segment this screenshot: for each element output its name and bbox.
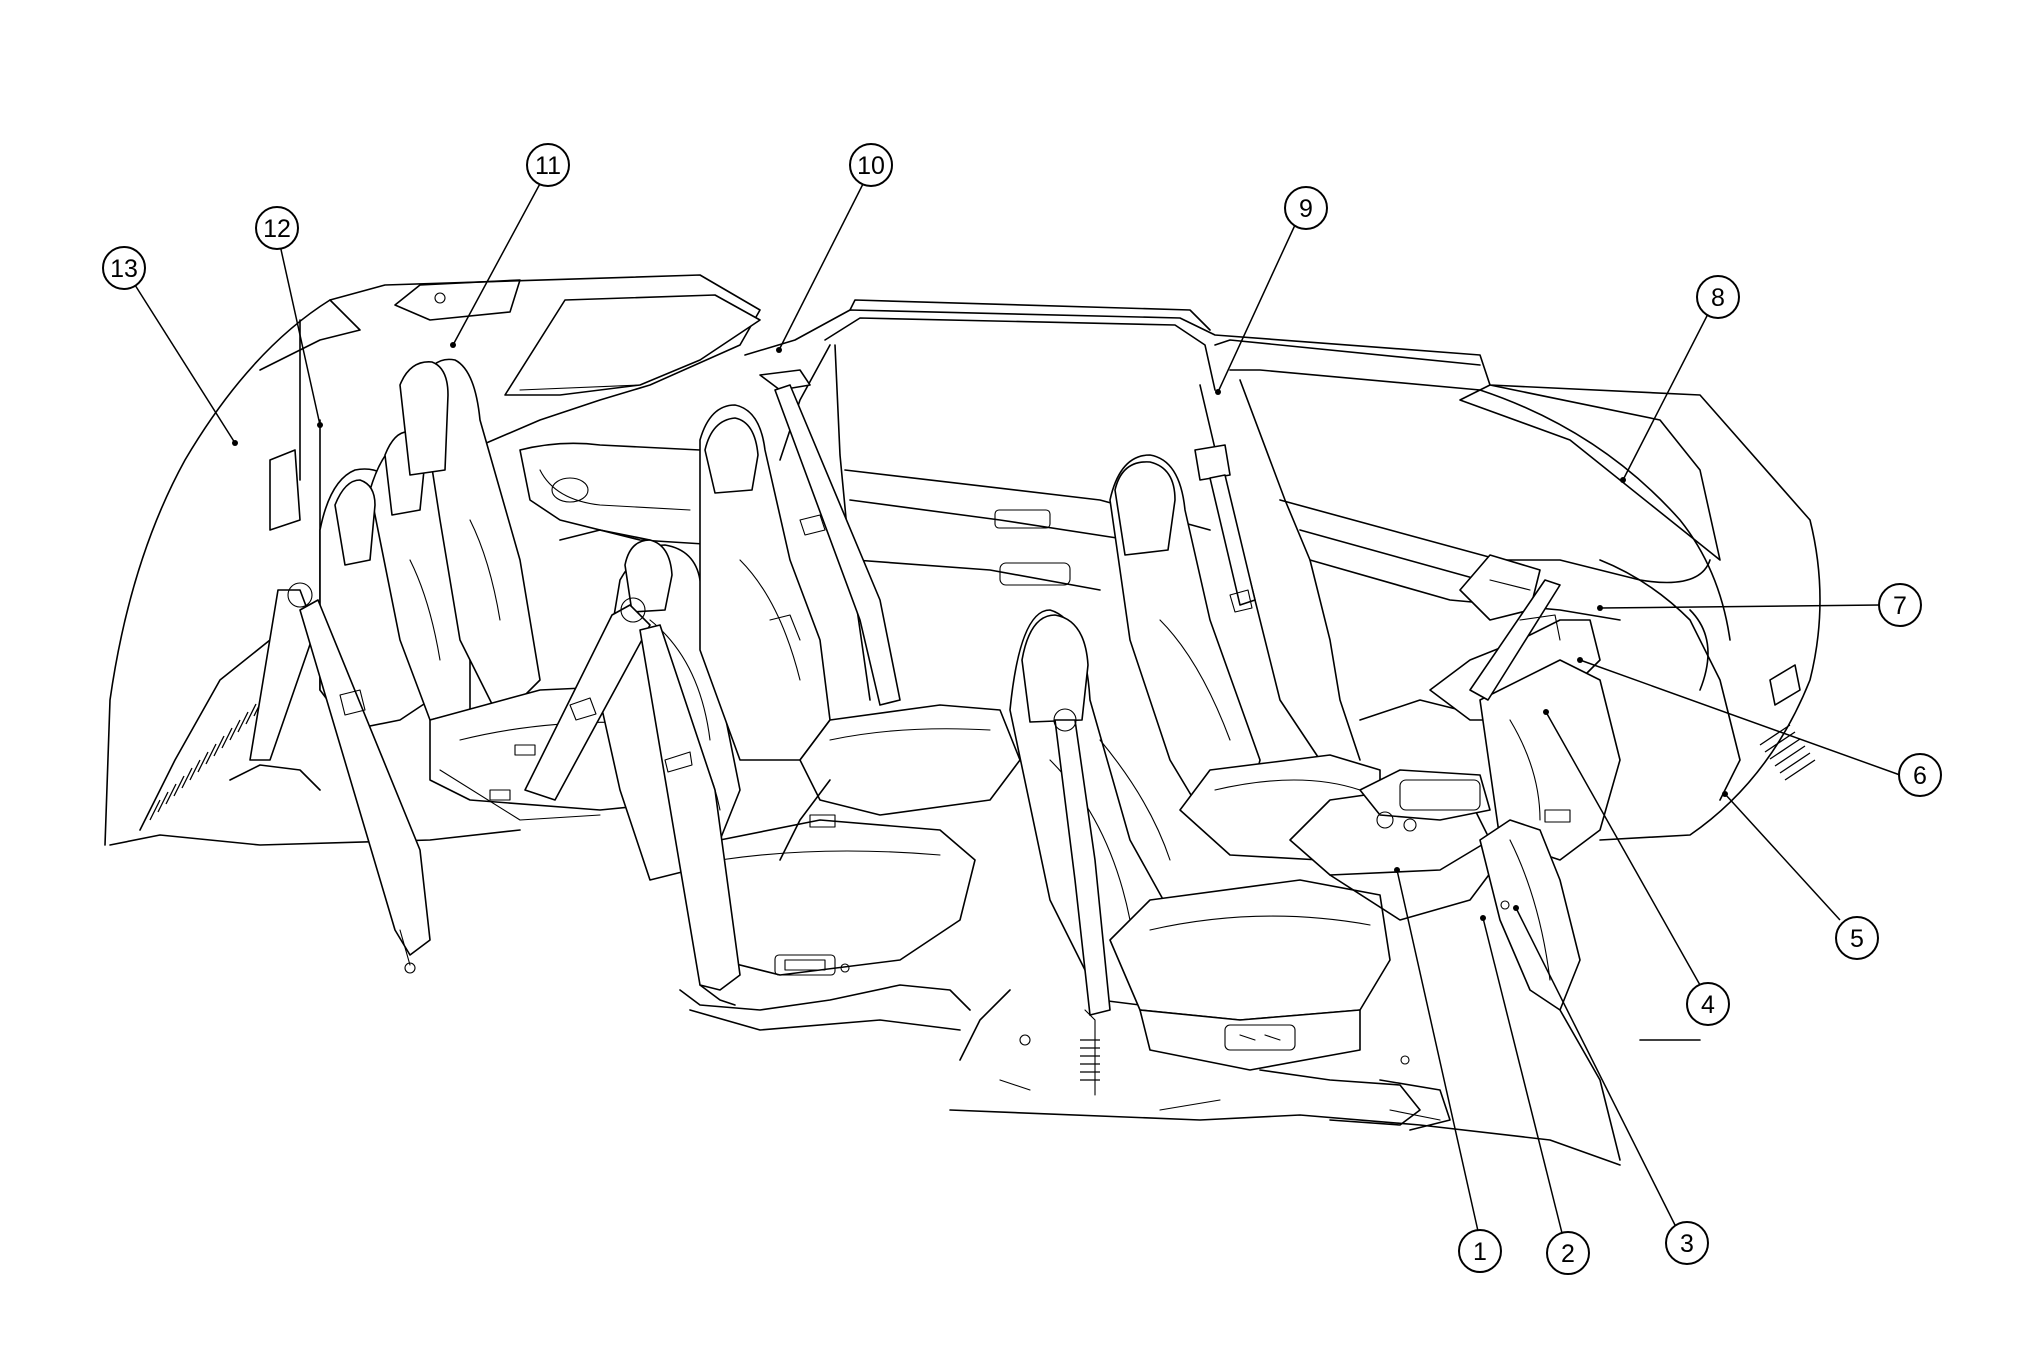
callout-label-2: 2 xyxy=(1561,1240,1575,1268)
vehicle-body-outline xyxy=(104,274,1821,846)
leader-7 xyxy=(1599,604,1881,609)
callout-7: 7 xyxy=(1878,583,1922,627)
callout-1: 1 xyxy=(1458,1229,1502,1273)
callout-label-13: 13 xyxy=(110,255,138,283)
driver-seatbelt xyxy=(1053,708,1111,1096)
callout-label-10: 10 xyxy=(857,152,885,180)
leader-5 xyxy=(1724,793,1841,921)
leader-8 xyxy=(1622,309,1711,481)
callout-label-12: 12 xyxy=(263,215,291,243)
front-pillar-seatbelt xyxy=(1194,444,1256,613)
callout-11: 11 xyxy=(526,143,570,187)
callout-label-8: 8 xyxy=(1711,284,1725,312)
callout-2: 2 xyxy=(1546,1231,1590,1275)
leader-1 xyxy=(1396,869,1481,1241)
callout-label-4: 4 xyxy=(1701,991,1715,1019)
callout-4: 4 xyxy=(1686,982,1730,1026)
callout-10: 10 xyxy=(849,143,893,187)
callout-label-7: 7 xyxy=(1893,592,1907,620)
second-row-seatbelt xyxy=(524,597,741,1006)
callout-3: 3 xyxy=(1665,1221,1709,1265)
callout-12: 12 xyxy=(255,206,299,250)
instrument-panel xyxy=(949,554,1816,1166)
callout-5: 5 xyxy=(1835,916,1879,960)
leader-11 xyxy=(452,179,543,346)
leader-12 xyxy=(279,244,321,426)
leader-lines xyxy=(134,179,1901,1246)
second-row-seat-right xyxy=(699,404,1021,861)
center-console xyxy=(1289,699,1541,921)
callouts: 1 2 3 4 5 6 7 8 xyxy=(102,143,1942,1275)
callout-label-11: 11 xyxy=(535,152,561,180)
callout-label-1: 1 xyxy=(1473,1238,1487,1266)
leader-3 xyxy=(1515,907,1681,1236)
leader-9 xyxy=(1217,224,1296,393)
callout-label-5: 5 xyxy=(1850,925,1864,953)
callout-label-9: 9 xyxy=(1299,195,1313,223)
callout-6: 6 xyxy=(1898,753,1942,797)
callout-8: 8 xyxy=(1696,275,1740,319)
leader-13 xyxy=(134,284,236,444)
leader-2 xyxy=(1482,917,1566,1246)
callout-13: 13 xyxy=(102,246,146,290)
second-row-center-seatbelt xyxy=(759,369,901,706)
leader-6 xyxy=(1579,659,1901,776)
callout-label-3: 3 xyxy=(1680,1230,1694,1258)
third-row-seatbelt xyxy=(249,582,431,974)
callout-9: 9 xyxy=(1284,186,1328,230)
callout-label-6: 6 xyxy=(1913,762,1927,790)
leader-4 xyxy=(1545,711,1701,986)
leader-10 xyxy=(778,179,866,351)
